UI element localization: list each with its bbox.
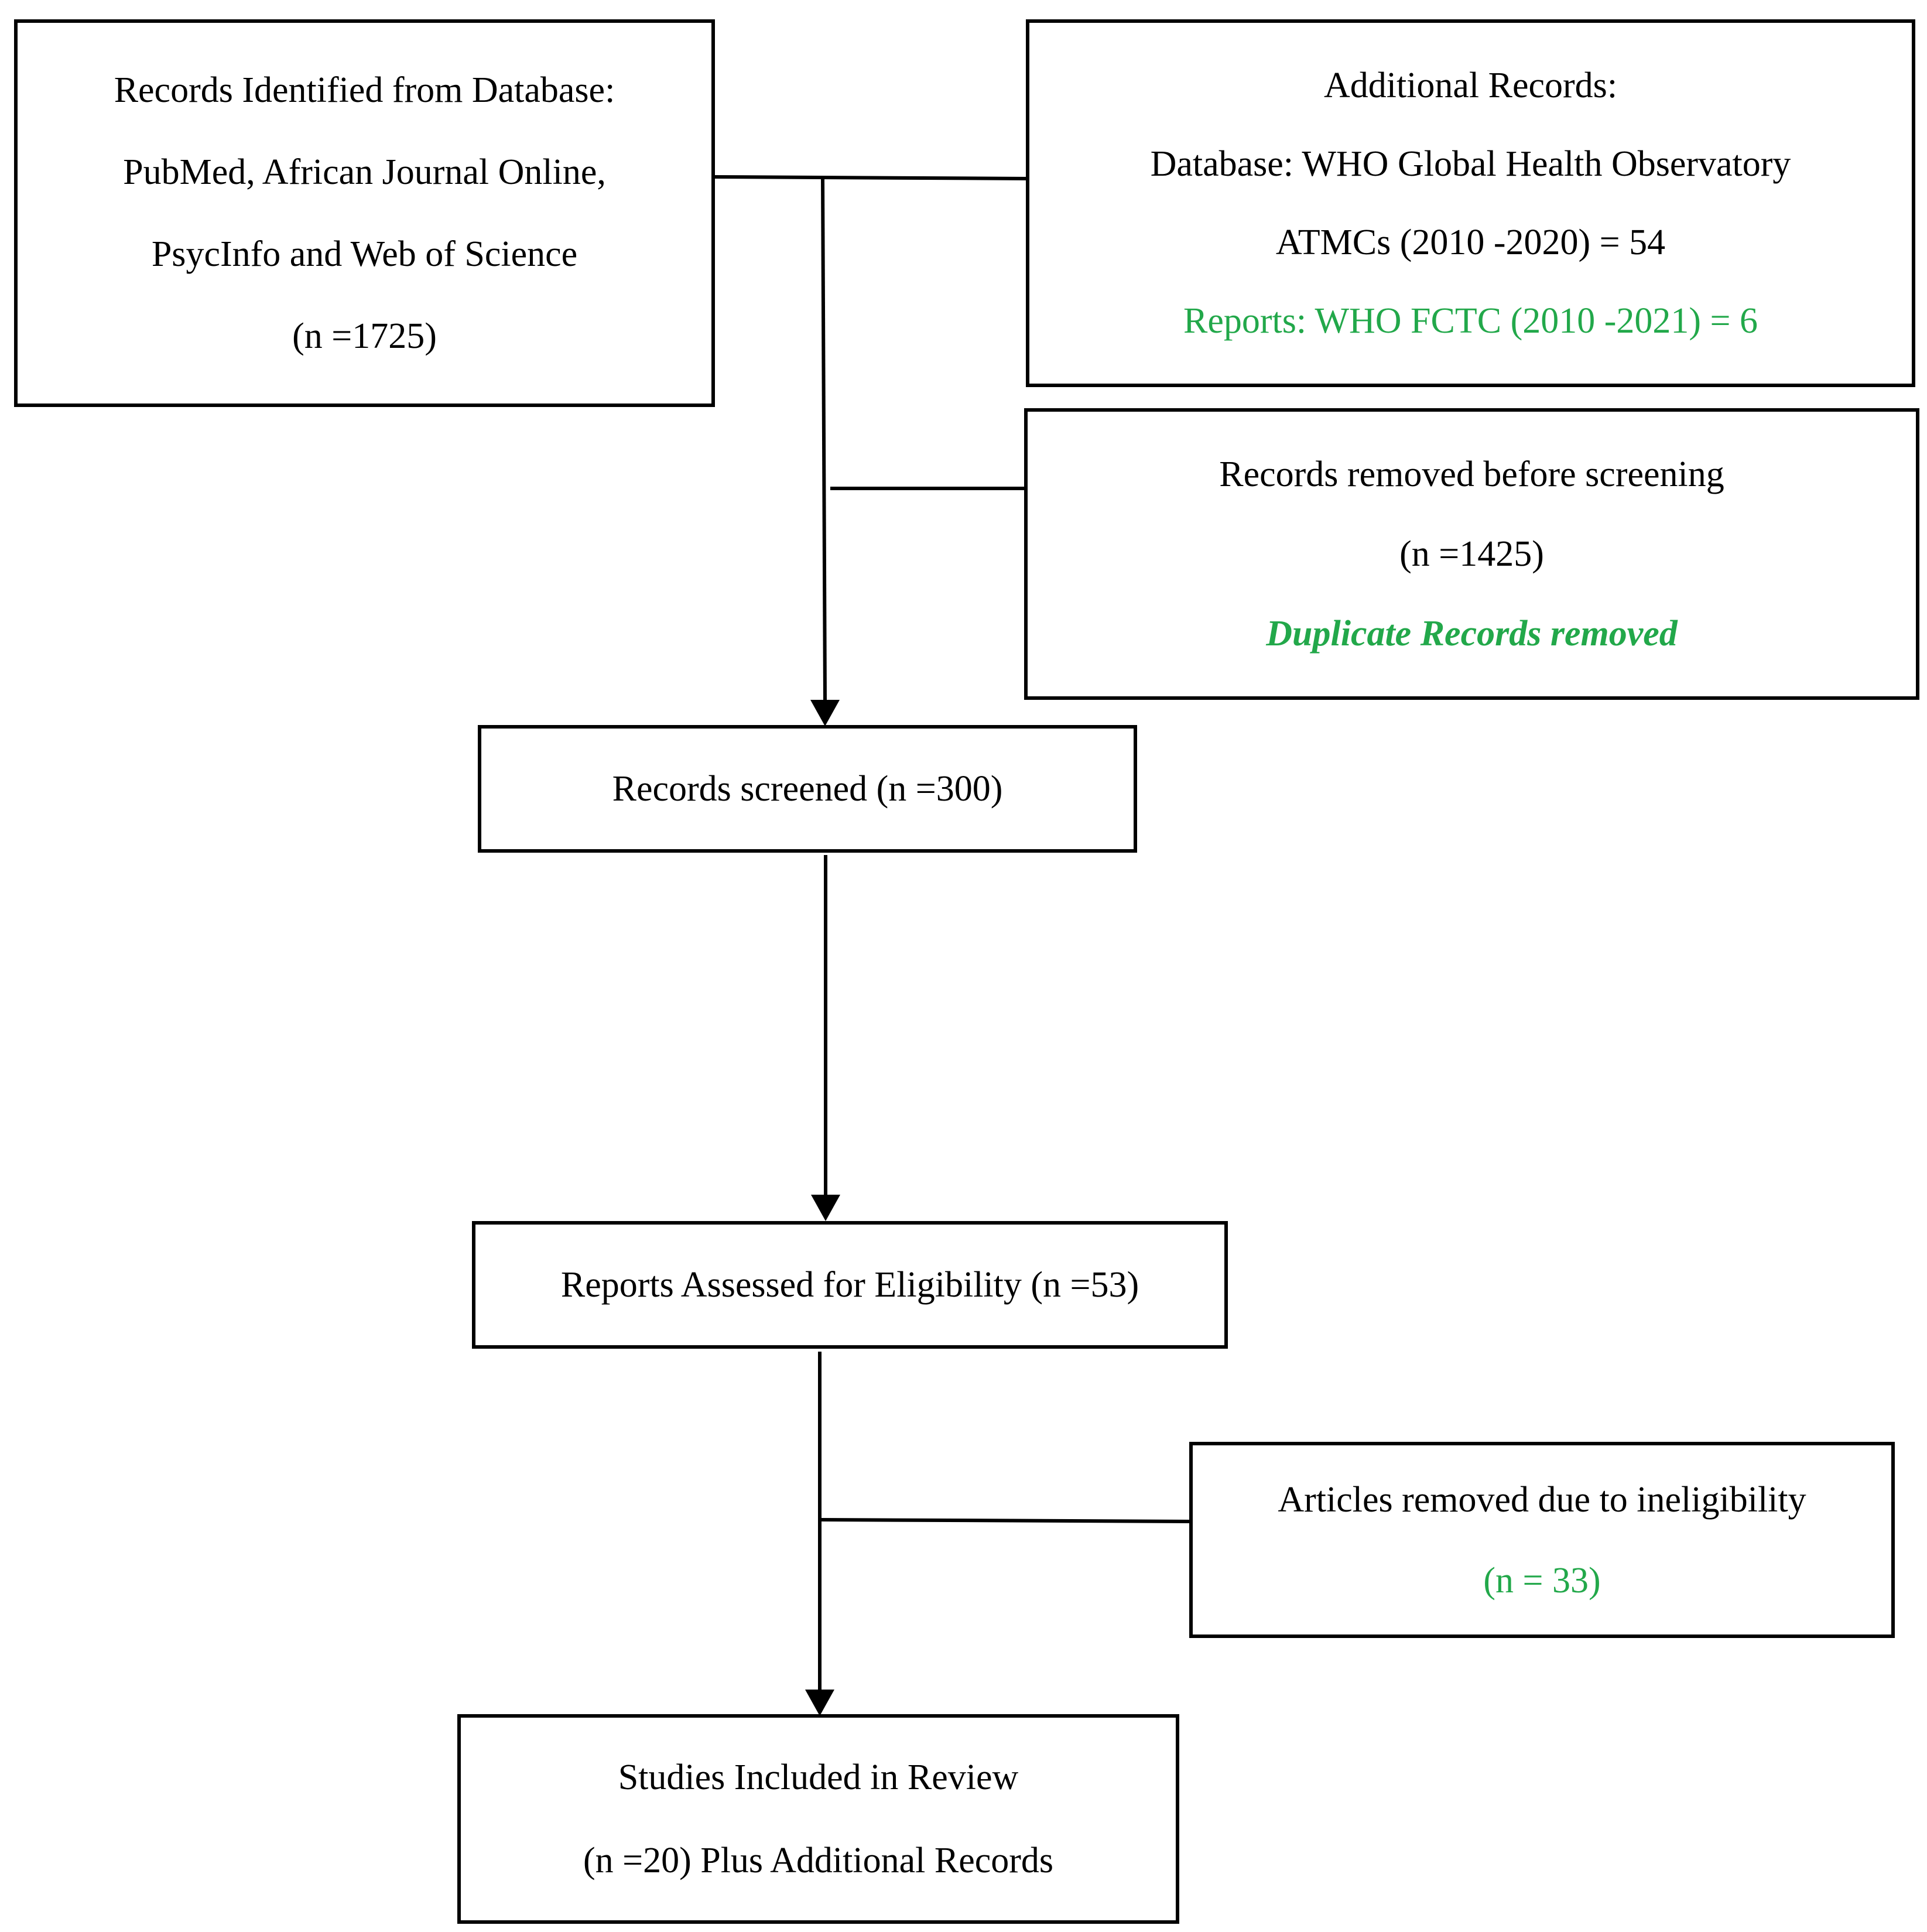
- records-identified-box: Records Identified from Database: PubMed…: [14, 19, 715, 407]
- records-screened-label: Records screened (n =300): [612, 769, 1003, 809]
- included-box: Studies Included in Review (n =20) Plus …: [457, 1714, 1179, 1924]
- arrow-to-eligibility: [811, 1195, 840, 1221]
- records-screened-box: Records screened (n =300): [478, 725, 1137, 853]
- ineligible-heading: Articles removed due to ineligibility: [1278, 1479, 1806, 1520]
- included-heading: Studies Included in Review: [618, 1757, 1019, 1797]
- eligibility-label: Reports Assessed for Eligibility (n =53): [560, 1265, 1139, 1305]
- connector-top-join: [711, 175, 1028, 180]
- ineligible-box: Articles removed due to ineligibility (n…: [1189, 1442, 1895, 1638]
- additional-records-database: Database: WHO Global Health Observatory: [1150, 144, 1791, 184]
- arrow-to-screened: [810, 700, 840, 726]
- ineligible-count: (n = 33): [1483, 1560, 1601, 1601]
- arrow-to-included: [805, 1690, 834, 1716]
- records-removed-count: (n =1425): [1399, 534, 1544, 574]
- included-count: (n =20) Plus Additional Records: [583, 1841, 1054, 1880]
- additional-records-atmcs: ATMCs (2010 -2020) = 54: [1275, 223, 1666, 262]
- records-identified-count: (n =1725): [292, 316, 437, 356]
- duplicate-records-note: Duplicate Records removed: [1266, 614, 1678, 654]
- records-identified-line-1: Records Identified from Database:: [114, 70, 615, 110]
- connector-ineligible-branch: [821, 1518, 1192, 1523]
- records-identified-line-2: PubMed, African Journal Online,: [123, 152, 606, 192]
- connector-main-vertical: [821, 176, 827, 700]
- records-removed-box: Records removed before screening (n =142…: [1024, 408, 1919, 700]
- records-identified-line-3: PsycInfo and Web of Science: [151, 234, 578, 274]
- additional-records-heading: Additional Records:: [1323, 66, 1618, 105]
- additional-records-reports: Reports: WHO FCTC (2010 -2021) = 6: [1183, 301, 1758, 341]
- records-removed-heading: Records removed before screening: [1219, 454, 1724, 494]
- eligibility-box: Reports Assessed for Eligibility (n =53): [472, 1221, 1228, 1349]
- additional-records-box: Additional Records: Database: WHO Global…: [1026, 19, 1915, 387]
